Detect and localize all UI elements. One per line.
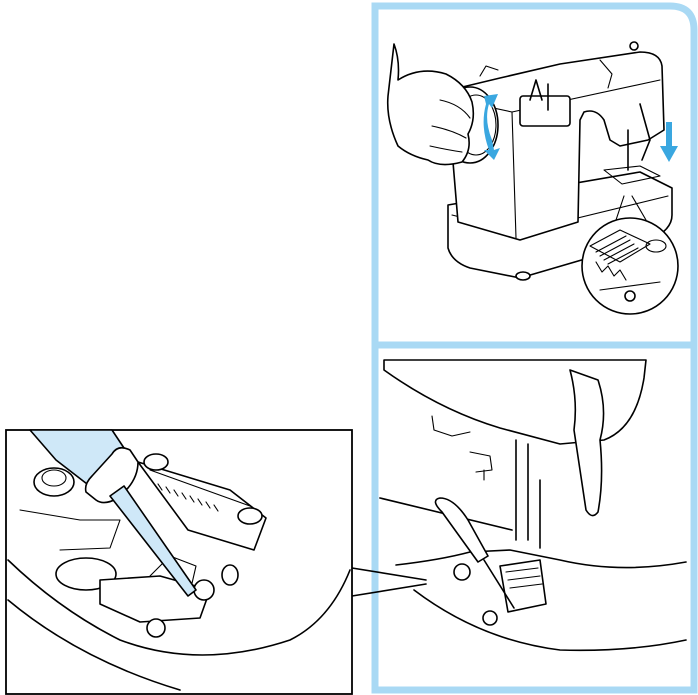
feed-teeth [157, 483, 219, 512]
panel-remove-screw [351, 359, 687, 652]
panel-frame [371, 2, 698, 694]
zoom-screwdriver-icon [29, 429, 197, 597]
feed-dog-detail [589, 229, 667, 302]
panel-detail-zoom [5, 429, 353, 695]
screwdriver-icon [434, 497, 515, 609]
panel-turn-handwheel [386, 41, 679, 315]
